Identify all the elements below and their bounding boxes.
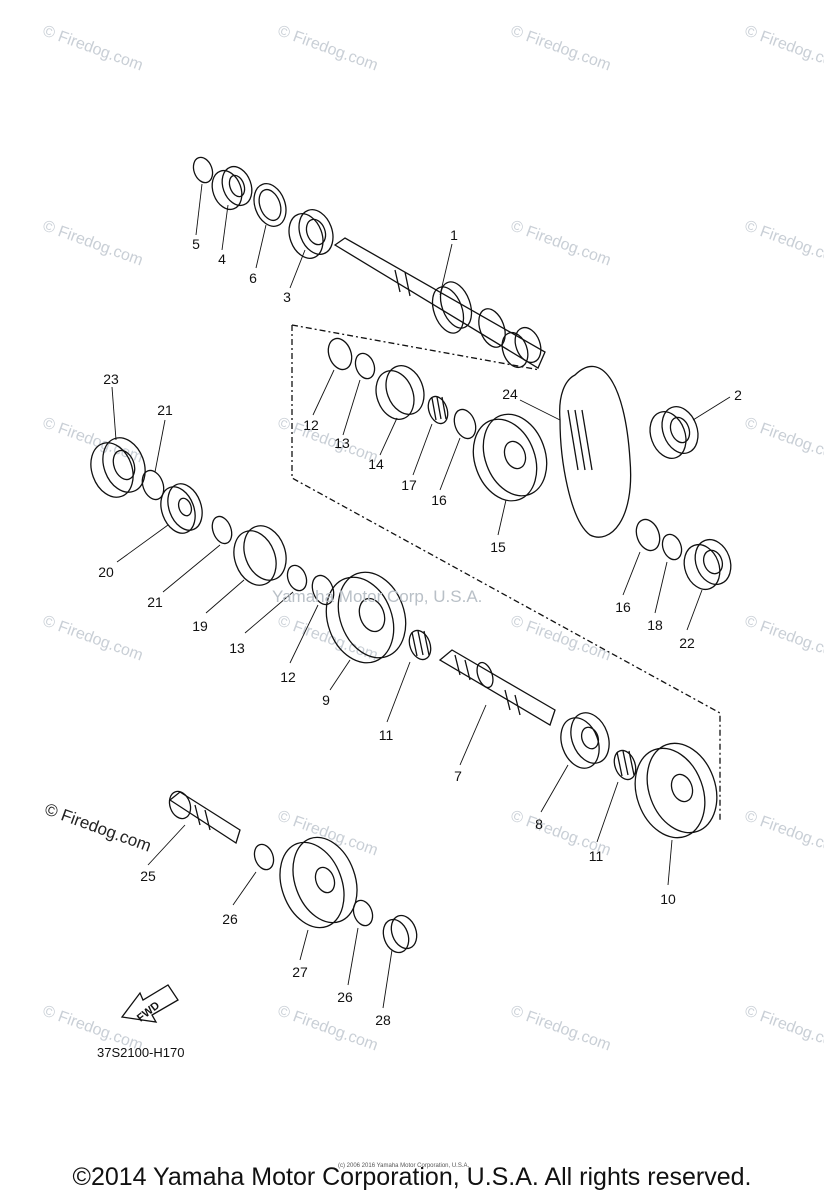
part-16-washer-b xyxy=(635,518,661,552)
part-8-gear xyxy=(560,712,610,769)
callout-5: 5 xyxy=(192,236,200,252)
callout-15: 15 xyxy=(490,539,506,555)
part-7-shaft xyxy=(438,649,556,726)
part-3-bearing xyxy=(288,209,334,259)
callout-14: 14 xyxy=(368,456,384,472)
copyright-notice: ©2014 Yamaha Motor Corporation, U.S.A. A… xyxy=(72,1163,752,1191)
callout-26: 26 xyxy=(222,911,238,927)
callout-11: 11 xyxy=(588,848,604,864)
callout-13: 13 xyxy=(334,435,350,451)
part-21-circlip-b xyxy=(211,515,233,545)
part-15-gear xyxy=(472,413,548,502)
callout-20: 20 xyxy=(98,564,114,580)
callout-9: 9 xyxy=(322,692,330,708)
callout-1: 1 xyxy=(450,227,458,243)
callout-26: 26 xyxy=(337,989,353,1005)
callout-2: 2 xyxy=(734,387,742,403)
part-4-bearing xyxy=(211,165,253,211)
part-19-dog xyxy=(233,525,287,586)
part-16-washer xyxy=(453,408,477,440)
part-13-circlip xyxy=(354,352,376,380)
callout-8: 8 xyxy=(535,816,543,832)
part-24-chain xyxy=(559,365,632,538)
assembly-frame xyxy=(291,325,721,820)
callout-27: 27 xyxy=(292,964,308,980)
part-11-needle-bearing xyxy=(408,629,432,661)
callout-3: 3 xyxy=(283,289,291,305)
part-25-shaft xyxy=(168,790,241,845)
part-18-circlip xyxy=(661,533,683,561)
part-28-bearing xyxy=(382,914,418,954)
callout-12: 12 xyxy=(280,669,296,685)
callout-18: 18 xyxy=(647,617,663,633)
callout-19: 19 xyxy=(192,618,208,634)
callout-23: 23 xyxy=(103,371,119,387)
callout-21: 21 xyxy=(147,594,163,610)
small-print: (c) 2006 2016 Yamaha Motor Corporation, … xyxy=(338,1163,470,1169)
part-10-gear xyxy=(634,742,718,839)
callout-25: 25 xyxy=(140,868,156,884)
callout-16: 16 xyxy=(431,492,447,508)
part-21-circlip xyxy=(141,469,165,501)
part-5-circlip xyxy=(192,156,214,184)
part-6-seal xyxy=(253,183,287,227)
part-1-main-shaft xyxy=(333,237,546,369)
part-13-circlip-b xyxy=(286,564,308,592)
callout-6: 6 xyxy=(249,270,257,286)
callout-12: 12 xyxy=(303,417,319,433)
part-17-needle-bearing xyxy=(427,395,449,425)
part-2-bearing xyxy=(649,406,699,459)
part-9-gear xyxy=(325,571,407,664)
callout-22: 22 xyxy=(679,635,695,651)
callout-13: 13 xyxy=(229,640,245,656)
callout-24: 24 xyxy=(502,386,518,402)
part-26-circlip xyxy=(253,843,275,871)
part-12-washer-b xyxy=(311,574,335,606)
callout-10: 10 xyxy=(660,891,676,907)
callout-11: 11 xyxy=(378,727,394,743)
callout-28: 28 xyxy=(375,1012,391,1028)
part-23-bearing xyxy=(90,437,146,498)
diagram-code: 37S2100-H170 xyxy=(97,1045,185,1060)
callout-21: 21 xyxy=(157,402,173,418)
callout-17: 17 xyxy=(401,477,417,493)
part-27-gear xyxy=(279,836,358,929)
part-22-bearing xyxy=(683,538,732,591)
fwd-arrow xyxy=(120,984,179,1023)
part-26-circlip-b xyxy=(352,899,374,927)
part-11-needle-bearing-b xyxy=(613,749,637,781)
part-14-dog xyxy=(375,365,425,420)
center-watermark: Yamaha Motor Corp, U.S.A. xyxy=(272,587,483,606)
callout-4: 4 xyxy=(218,251,226,267)
callout-16: 16 xyxy=(615,599,631,615)
part-20-gear xyxy=(160,483,203,534)
callout-7: 7 xyxy=(454,768,462,784)
part-12-washer xyxy=(327,337,353,371)
